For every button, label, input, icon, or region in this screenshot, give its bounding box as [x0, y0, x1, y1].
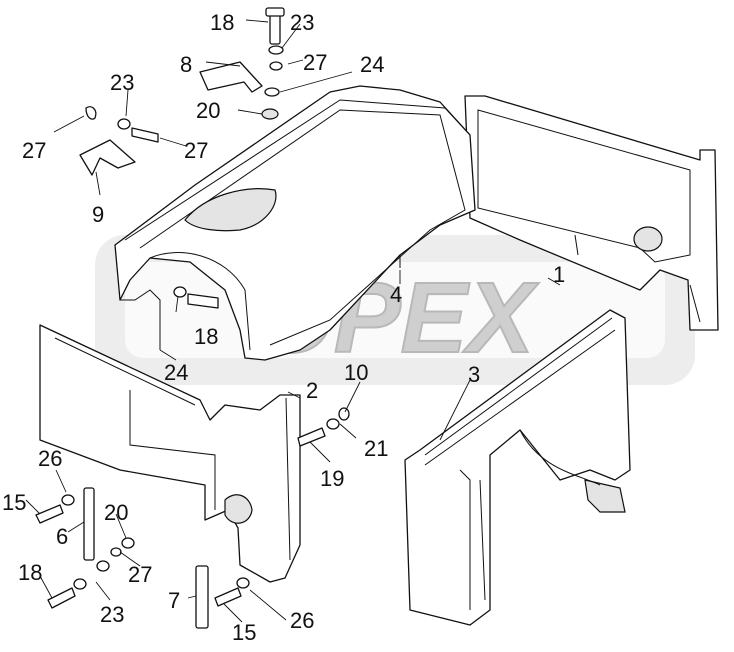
callout-18: 18 [18, 560, 42, 585]
callout-24: 24 [360, 52, 384, 77]
callout-15: 15 [232, 620, 256, 645]
callout-7: 7 [168, 588, 180, 613]
callout-24: 24 [164, 360, 188, 385]
part-3-front-panel [404, 309, 631, 626]
part-4-top-cover [114, 85, 476, 361]
callout-27: 27 [184, 138, 208, 163]
hardware [35, 7, 350, 629]
callout-20: 20 [104, 500, 128, 525]
callout-10: 10 [344, 360, 368, 385]
leader-lines [25, 19, 561, 623]
callout-20: 20 [196, 98, 220, 123]
callout-6: 6 [56, 524, 68, 549]
callout-21: 21 [364, 436, 388, 461]
callouts: 18 23 8 27 24 23 20 27 27 9 1 4 18 24 10… [2, 10, 565, 645]
callout-15: 15 [2, 490, 26, 515]
callout-26: 26 [290, 608, 314, 633]
callout-8: 8 [180, 52, 192, 77]
callout-27: 27 [22, 138, 46, 163]
part-2-left-panel [39, 324, 301, 583]
callout-2: 2 [306, 378, 318, 403]
callout-26: 26 [38, 446, 62, 471]
callout-9: 9 [92, 202, 104, 227]
callout-3: 3 [468, 362, 480, 387]
callout-27: 27 [303, 50, 327, 75]
callout-23: 23 [110, 70, 134, 95]
callout-4: 4 [390, 282, 402, 307]
callout-18: 18 [194, 324, 218, 349]
callout-23: 23 [290, 10, 314, 35]
callout-19: 19 [320, 466, 344, 491]
callout-1: 1 [553, 262, 565, 287]
part-1-side-panel [464, 95, 719, 331]
callout-23: 23 [100, 602, 124, 627]
callout-27: 27 [128, 562, 152, 587]
callout-18: 18 [210, 10, 234, 35]
